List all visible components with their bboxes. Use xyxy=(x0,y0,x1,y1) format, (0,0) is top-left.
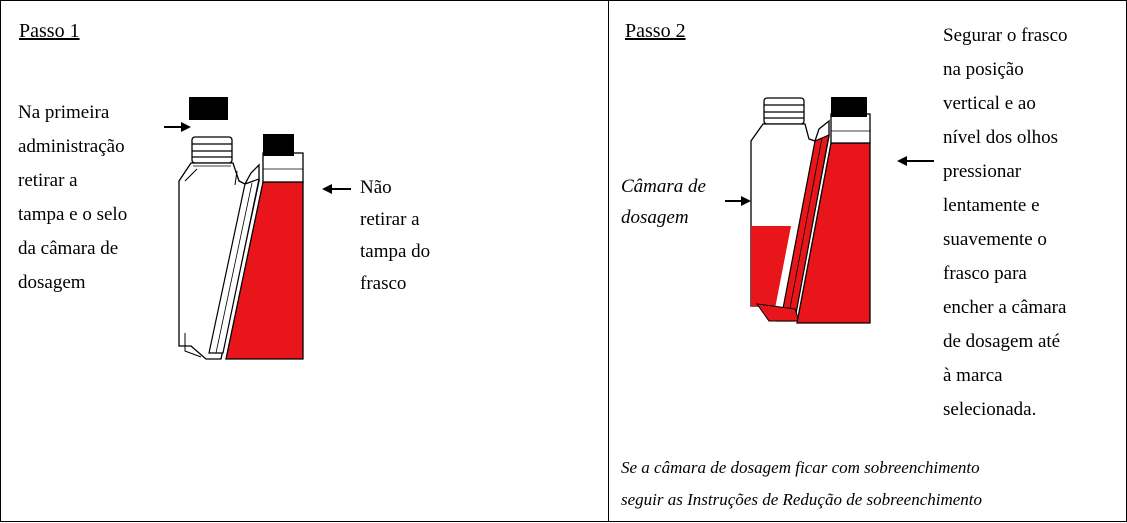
instruction-line: Segurar o frasco xyxy=(943,25,1068,46)
step-2-panel: Passo 2 Câmara de dosagem Segurar o fras… xyxy=(608,0,1127,522)
step-1-panel: Passo 1 Na primeira administração retira… xyxy=(0,0,609,522)
step-2-heading: Passo 2 xyxy=(625,20,686,42)
instruction-line: Na primeira xyxy=(18,102,110,123)
instruction-line: tampa e o selo xyxy=(18,204,128,225)
instruction-line: Não xyxy=(360,177,392,198)
instruction-line: lentamente e xyxy=(943,195,1040,216)
instruction-line: nível dos olhos xyxy=(943,127,1059,148)
instruction-line: frasco xyxy=(360,273,407,294)
instruction-line: encher a câmara xyxy=(943,297,1067,318)
arrow-left-icon xyxy=(322,184,351,194)
dosing-chamber-neck xyxy=(191,136,233,164)
arrow-right-icon xyxy=(164,122,191,132)
instruction-line: retirar a xyxy=(18,170,78,191)
step-1-arrows xyxy=(164,122,351,194)
footnote-line: seguir as Instruções de Redução de sobre… xyxy=(621,490,983,509)
chamber-label-line: dosagem xyxy=(621,207,689,228)
bottle-cap-icon xyxy=(263,134,294,156)
arrow-right-icon xyxy=(725,196,751,206)
chamber-label-line: Câmara de xyxy=(621,176,706,197)
instruction-line: administração xyxy=(18,136,125,157)
instruction-line: pressionar xyxy=(943,161,1022,182)
instruction-line: suavemente o xyxy=(943,229,1047,250)
instruction-line: na posição xyxy=(943,59,1024,80)
dosing-chamber-liquid xyxy=(751,226,791,319)
bottle-illustration xyxy=(178,97,304,360)
instruction-line: vertical e ao xyxy=(943,93,1036,114)
instruction-line: de dosagem até xyxy=(943,331,1061,352)
instruction-line: tampa do xyxy=(360,241,431,262)
instruction-line: dosagem xyxy=(18,272,86,293)
instruction-line: selecionada. xyxy=(943,399,1037,420)
instruction-line: frasco para xyxy=(943,263,1027,284)
instruction-line: à marca xyxy=(943,365,1003,386)
bottle-illustration xyxy=(750,97,871,324)
removed-cap-icon xyxy=(189,97,228,120)
instruction-line: da câmara de xyxy=(18,238,119,259)
footnote-line: Se a câmara de dosagem ficar com sobreen… xyxy=(621,458,980,477)
instruction-line: retirar a xyxy=(360,209,420,230)
arrow-left-icon xyxy=(897,156,934,166)
dosing-chamber-neck xyxy=(763,97,805,125)
step-2-arrows xyxy=(725,156,934,206)
bottle-cap-icon xyxy=(831,97,867,117)
dosing-tube xyxy=(208,178,260,354)
step-1-heading: Passo 1 xyxy=(19,20,80,42)
